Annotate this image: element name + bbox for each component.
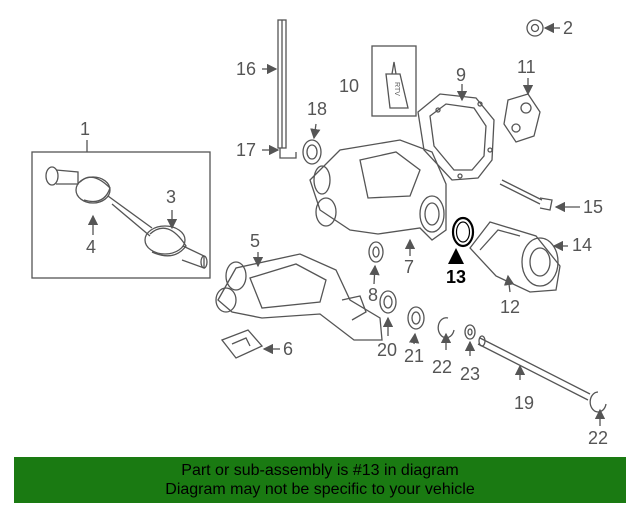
callout-10: 10 bbox=[339, 76, 360, 96]
differential-cover bbox=[417, 93, 495, 181]
callout-11: 11 bbox=[517, 57, 536, 77]
oil-seal-18 bbox=[302, 139, 322, 165]
carrier-housing bbox=[309, 139, 447, 241]
callout-16: 16 bbox=[236, 59, 257, 79]
callout-14: 14 bbox=[572, 235, 593, 255]
callout-6: 6 bbox=[283, 339, 294, 359]
callout-9: 9 bbox=[456, 65, 467, 85]
exploded-parts-diagram bbox=[31, 19, 607, 426]
pad-part bbox=[220, 329, 264, 359]
rtv-tube-label: RTV bbox=[393, 82, 400, 96]
callout-15: 15 bbox=[583, 197, 604, 217]
callout-2: 2 bbox=[563, 18, 574, 38]
oil-seal-21 bbox=[407, 306, 425, 330]
callout-5: 5 bbox=[250, 231, 261, 251]
callout-19: 19 bbox=[514, 393, 535, 413]
rtv-sealant-box bbox=[371, 45, 417, 117]
notice-line-2: Diagram may not be specific to your vehi… bbox=[165, 481, 475, 498]
callout-13-highlighted: 13 bbox=[446, 267, 467, 287]
cv-axle-shaft bbox=[45, 166, 208, 269]
callout-20: 20 bbox=[377, 340, 398, 360]
callout-7: 7 bbox=[404, 257, 415, 277]
oil-seal-20 bbox=[379, 290, 397, 314]
snap-ring-22a bbox=[437, 317, 455, 339]
snap-ring-22b bbox=[589, 391, 607, 413]
mount-bracket bbox=[503, 93, 541, 143]
axle-tube-housing bbox=[469, 221, 561, 293]
callout-22-left: 22 bbox=[432, 357, 453, 377]
axle-shaft-19 bbox=[477, 335, 591, 401]
callout-12: 12 bbox=[500, 297, 521, 317]
long-bolt bbox=[499, 179, 553, 211]
callout-18: 18 bbox=[307, 99, 328, 119]
callout-8: 8 bbox=[368, 285, 379, 305]
callout-4: 4 bbox=[86, 237, 97, 257]
washer-23 bbox=[464, 324, 476, 340]
callout-22-right: 22 bbox=[588, 428, 609, 448]
callout-21: 21 bbox=[404, 346, 425, 366]
callout-3: 3 bbox=[166, 187, 177, 207]
callout-23: 23 bbox=[460, 364, 481, 384]
notice-banner: Part or sub-assembly is #13 in diagram D… bbox=[14, 457, 626, 503]
callout-17: 17 bbox=[236, 140, 257, 160]
axle-shaft-assembly-box bbox=[31, 151, 211, 279]
breather-tube bbox=[277, 19, 297, 159]
differential-assembly bbox=[215, 253, 383, 341]
bushing-8 bbox=[368, 241, 384, 263]
notice-line-1: Part or sub-assembly is #13 in diagram bbox=[181, 462, 459, 479]
callout-1: 1 bbox=[80, 119, 91, 139]
nut-part bbox=[526, 19, 544, 37]
o-ring-13-highlighted bbox=[451, 216, 475, 248]
